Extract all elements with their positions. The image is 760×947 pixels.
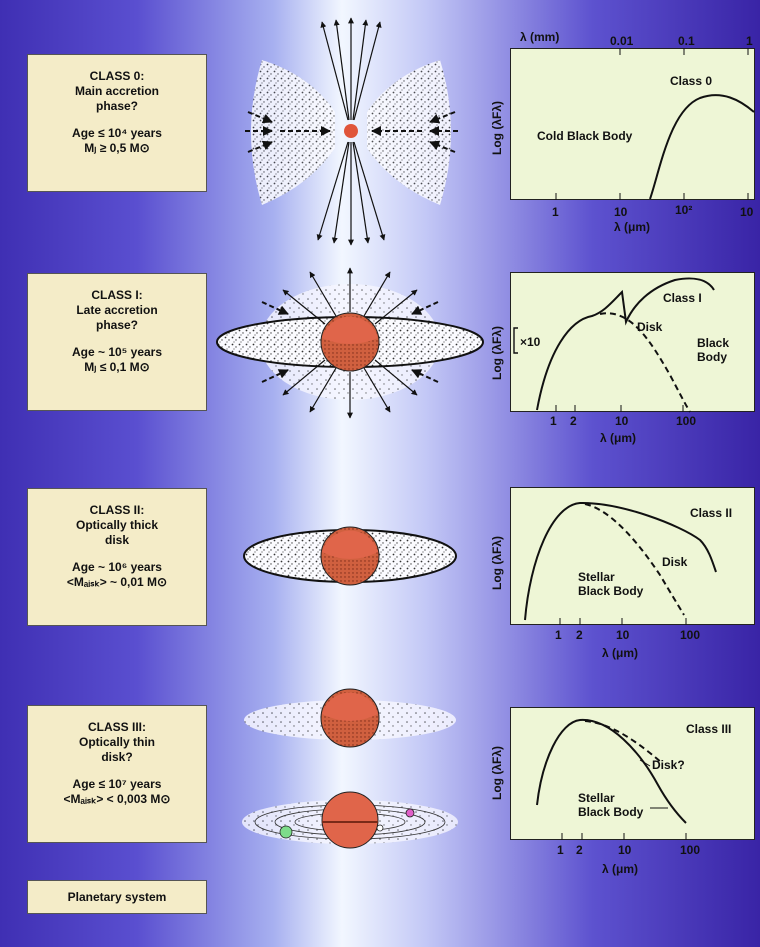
class3-age: Age ≤ 10⁷ years [72, 777, 162, 791]
class1-subtitle-1: Late accretion [76, 303, 158, 317]
plot2-tick-1: 1 [555, 628, 562, 642]
plot3-tick-1: 1 [557, 843, 564, 857]
plot1-disk-label: Disk [637, 320, 663, 334]
plot0-tick-2: 10 [614, 205, 628, 219]
class1-title: CLASS I: [91, 288, 143, 302]
planetary-system-box: Planetary system [27, 880, 207, 914]
plot0-ylabel: Log (λFλ) [490, 101, 504, 155]
plot3-tick-2: 2 [576, 843, 583, 857]
plot3-tick-3: 10 [618, 843, 632, 857]
class0-subtitle-2: phase? [95, 99, 138, 113]
plot0-bb-label: Cold Black Body [537, 129, 633, 143]
plot3-bb-label-1: Stellar [578, 791, 615, 805]
planetary-system-label: Planetary system [67, 890, 167, 904]
class3-subtitle-2: disk? [101, 750, 133, 764]
class0-box: CLASS 0: Main accretion phase? Age ≤ 10⁴… [27, 54, 207, 192]
plot2-tick-4: 100 [680, 628, 701, 642]
plot1-bb-label-2: Body [697, 350, 727, 364]
class0-illustration [245, 17, 458, 246]
class0-mass: Mⱼ ≥ 0,5 M⊙ [84, 141, 150, 155]
class3-subtitle-1: Optically thin [78, 735, 155, 749]
plot3-bb-label-2: Black Body [578, 805, 644, 819]
plot0-top-axis-label: λ (mm) [520, 30, 560, 44]
class1-mass: Mⱼ ≤ 0,1 M⊙ [84, 360, 150, 374]
plot-class0 [510, 48, 755, 200]
planet-green [279, 825, 293, 839]
class3-box: CLASS III: Optically thin disk? Age ≤ 10… [27, 705, 207, 843]
class2-box: CLASS II: Optically thick disk Age ~ 10⁶… [27, 488, 207, 626]
plot1-xlabel: λ (μm) [600, 431, 637, 445]
planet-white [376, 824, 384, 832]
plot1-curve-label: Class I [663, 291, 702, 305]
class2-title: CLASS II: [89, 503, 145, 517]
plot0-curve-label: Class 0 [670, 74, 713, 88]
plot2-bb-label-2: Black Body [578, 584, 644, 598]
plot3-ylabel: Log (λFλ) [490, 746, 504, 800]
plot1-tick-2: 2 [570, 414, 577, 428]
plot1-tick-4: 100 [676, 414, 697, 428]
class3-mass: <Mₐᵢₛₖ> < 0,003 M⊙ [63, 792, 171, 806]
class0-protostar [344, 124, 358, 138]
class2-illustration [243, 526, 457, 586]
class2-subtitle-1: Optically thick [75, 518, 159, 532]
class0-subtitle-1: Main accretion [74, 84, 160, 98]
plot1-ylabel: Log (λFλ) [490, 326, 504, 380]
class2-subtitle-2: disk [104, 533, 129, 547]
plot0-top-tick-1: 0.01 [610, 34, 634, 48]
planetary-system-illustration [242, 791, 458, 849]
plot2-xlabel: λ (μm) [602, 646, 639, 660]
plot2-bb-label-1: Stellar [578, 570, 615, 584]
plot2-curve-label: Class II [690, 506, 733, 520]
plot3-curve-label: Class III [686, 722, 732, 736]
class2-age: Age ~ 10⁶ years [72, 560, 162, 574]
class1-box: CLASS I: Late accretion phase? Age ~ 10⁵… [27, 273, 207, 411]
plot3-xlabel: λ (μm) [602, 862, 639, 876]
class2-mass: <Mₐᵢₛₖ> ~ 0,01 M⊙ [66, 575, 168, 589]
plot3-tick-4: 100 [680, 843, 701, 857]
plot0-tick-1: 1 [552, 205, 559, 219]
plot1-tick-3: 10 [615, 414, 629, 428]
class0-title: CLASS 0: [89, 69, 145, 83]
plot0-tick-4: 10 [740, 205, 754, 219]
plot2-tick-3: 10 [616, 628, 630, 642]
class3-illustration [244, 688, 456, 748]
class0-age: Age ≤ 10⁴ years [72, 126, 162, 140]
plot2-tick-2: 2 [576, 628, 583, 642]
plot2-disk-label: Disk [662, 555, 688, 569]
plot1-tick-1: 1 [550, 414, 557, 428]
class1-subtitle-2: phase? [95, 318, 138, 332]
plot0-xlabel: λ (μm) [614, 220, 651, 234]
class3-title: CLASS III: [87, 720, 146, 734]
plot1-scale-label: ×10 [520, 335, 541, 349]
plot0-tick-3: 10² [675, 203, 693, 217]
plot1-bb-label-1: Black [697, 336, 730, 350]
class1-illustration [216, 267, 484, 419]
planetary-star [321, 791, 379, 849]
class1-age: Age ~ 10⁵ years [71, 345, 163, 359]
planet-pink [405, 808, 415, 818]
plot2-ylabel: Log (λFλ) [490, 536, 504, 590]
plot0-top-tick-3: 1 [746, 34, 753, 48]
plot0-top-tick-2: 0.1 [678, 34, 695, 48]
plot3-disk-label: Disk? [652, 758, 685, 772]
